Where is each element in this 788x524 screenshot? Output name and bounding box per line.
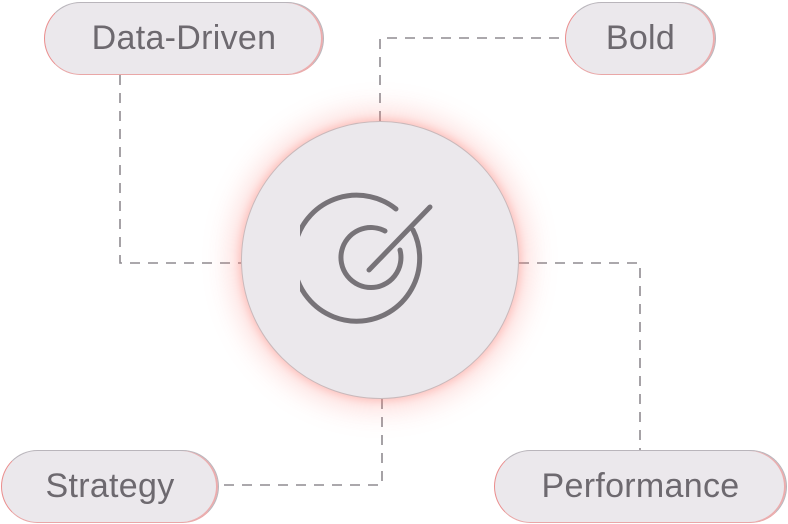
connector-data-driven [119, 75, 241, 264]
node-bold[interactable]: Bold [565, 2, 716, 75]
node-strategy[interactable]: Strategy [1, 450, 219, 523]
node-strategy-label: Strategy [45, 467, 175, 505]
node-performance-label: Performance [541, 467, 740, 505]
node-bold-label: Bold [605, 19, 676, 57]
target-icon [300, 192, 433, 324]
connector-strategy [219, 399, 383, 486]
connector-bold [379, 37, 565, 121]
node-data-driven[interactable]: Data-Driven [44, 2, 324, 75]
node-data-driven-label: Data-Driven [91, 19, 277, 57]
node-performance[interactable]: Performance [494, 450, 787, 523]
connector-performance [519, 262, 641, 450]
center-hub[interactable] [241, 121, 519, 399]
